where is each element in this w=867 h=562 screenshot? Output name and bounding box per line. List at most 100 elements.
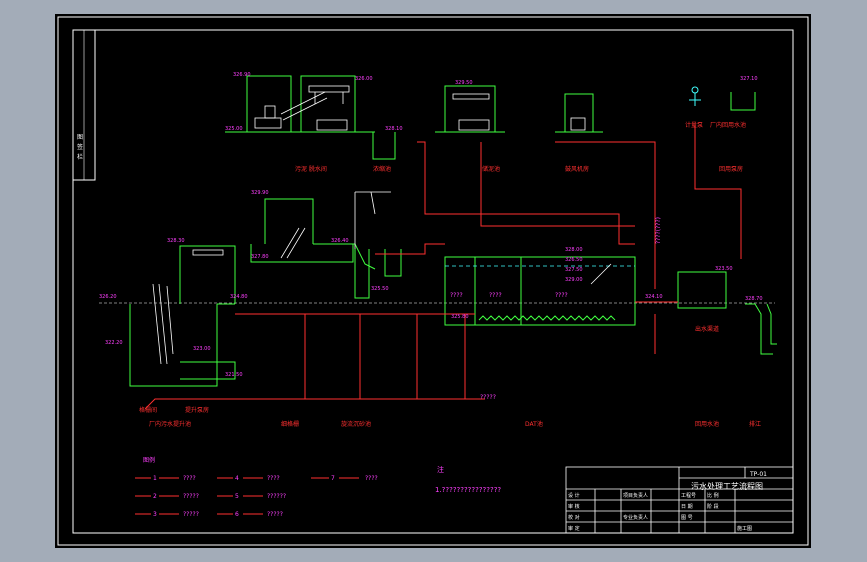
fine-screen-building [250,198,376,270]
svg-text:图 号: 图 号 [681,515,693,521]
side-stamp-1: 图 [77,134,83,141]
side-stamp-2: 签 [77,143,83,151]
svg-text:阶 段: 阶 段 [707,503,719,510]
svg-text:????: ???? [365,475,378,482]
pipe-qlabel: ????? [480,394,496,401]
svg-text:328.10: 328.10 [385,126,403,132]
svg-text:328.00: 328.00 [565,247,583,253]
label-uv: 计量泵 [685,121,703,129]
outer-border [57,16,809,546]
svg-text:??????: ?????? [267,493,286,500]
drawing-sheet: 图 签 栏 [55,14,811,548]
label-sludge-dewater: 污泥 脱水间 [295,165,327,173]
svg-text:326.50: 326.50 [565,257,583,263]
label-screen-room: 格栅间 [139,406,157,414]
svg-text:325.00: 325.00 [225,126,243,132]
svg-text:专业负责人: 专业负责人 [623,514,648,521]
dat-qlabel-2: ???? [489,292,502,299]
svg-text:?????: ????? [183,511,199,518]
svg-text:324.80: 324.80 [230,294,248,300]
svg-text:????: ???? [267,475,280,482]
label-discharge: 排江 [749,420,761,428]
decanter [590,263,612,285]
label-factory-inlet: 厂内污水提升池 [149,420,191,428]
svg-text:321.50: 321.50 [225,372,243,378]
svg-text:审 核: 审 核 [568,503,580,510]
svg-text:?????: ????? [267,511,283,518]
svg-text:325.80: 325.80 [451,314,469,320]
sludge-conc-tank [372,132,396,160]
pipe-network [144,126,742,410]
svg-text:比 例: 比 例 [707,492,719,499]
svg-text:?????: ????? [183,493,199,500]
svg-text:项目负责人: 项目负责人 [623,492,648,499]
svg-text:日 期: 日 期 [681,504,693,510]
svg-text:325.50: 325.50 [371,286,389,292]
title-block-cells: 设 计 审 核 校 对 工程号 日 期 图 号 项目负责人 比 例 专业负责人 … [568,492,752,532]
label-reuse: 回用泵房 [719,165,743,173]
svg-text:5: 5 [235,493,239,500]
svg-text:2: 2 [153,493,157,500]
label-mech: 厂内回用水池 [710,121,746,129]
side-stamp-3: 栏 [77,153,83,161]
grit-chamber [354,249,402,299]
reuse-tank [730,92,756,111]
note-text: 1.???????????????? [435,486,501,494]
dat-qlabel-3: ???? [555,292,568,299]
svg-text:4: 4 [235,475,239,482]
process-flow-drawing: 图 签 栏 [57,16,809,546]
label-grit: 旋流沉砂池 [341,420,371,428]
title-block-top-right: TP-01 [749,471,767,478]
screen-equipment [152,249,224,365]
reuse-pump-tank [677,271,727,309]
label-outfall: 出水渠道 [695,325,719,333]
svg-text:329.90: 329.90 [251,190,269,196]
screen-room [129,245,236,387]
note-title: 注 [437,465,444,474]
label-sludge-room: 储泥池 [482,165,500,173]
svg-text:326.40: 326.40 [331,238,349,244]
legend-lines [135,477,359,515]
svg-text:审 定: 审 定 [568,525,580,532]
svg-text:施工图: 施工图 [737,525,752,532]
svg-text:328.30: 328.30 [167,238,185,244]
svg-text:329.00: 329.00 [565,277,583,283]
legend-title: 图例 [143,456,155,464]
svg-text:设 计: 设 计 [568,492,580,499]
label-recycle: 回用水池 [695,420,719,428]
svg-text:6: 6 [235,511,239,518]
sludge-room-building [435,85,505,133]
crane [354,191,391,249]
svg-text:328.70: 328.70 [745,296,763,302]
diffusers [478,315,616,321]
svg-text:327.50: 327.50 [565,267,583,273]
title-block [565,466,794,534]
svg-text:3: 3 [153,511,157,518]
svg-text:323.50: 323.50 [715,266,733,272]
svg-text:326.00: 326.00 [355,76,373,82]
vertical-pipe-label: ????(???) [655,217,662,244]
dewater-equipment [254,85,350,131]
svg-text:323.00: 323.00 [193,346,211,352]
svg-text:????: ???? [183,475,196,482]
svg-text:326.20: 326.20 [99,294,117,300]
drawing-title: 污水处理工艺流程图 [691,481,763,491]
svg-text:322.20: 322.20 [105,340,123,346]
inner-border [72,29,794,534]
label-dat: DAT池 [525,420,543,428]
label-sludge-conc: 浓缩池 [373,165,391,173]
label-blower: 鼓风机房 [565,165,589,173]
label-lift-pump: 提升泵房 [185,406,209,414]
svg-text:工程号: 工程号 [681,492,696,499]
dat-qlabel-1: ???? [450,292,463,299]
label-fine-screen: 细格栅 [281,420,299,428]
svg-text:327.80: 327.80 [251,254,269,260]
svg-text:1: 1 [153,475,157,482]
sludge-dewater-building [225,75,375,133]
outfall-channel [745,303,777,355]
svg-text:7: 7 [331,475,335,482]
svg-text:329.50: 329.50 [455,80,473,86]
svg-text:326.90: 326.90 [233,72,251,78]
blower-building [555,93,603,133]
dat-tank [444,256,636,326]
